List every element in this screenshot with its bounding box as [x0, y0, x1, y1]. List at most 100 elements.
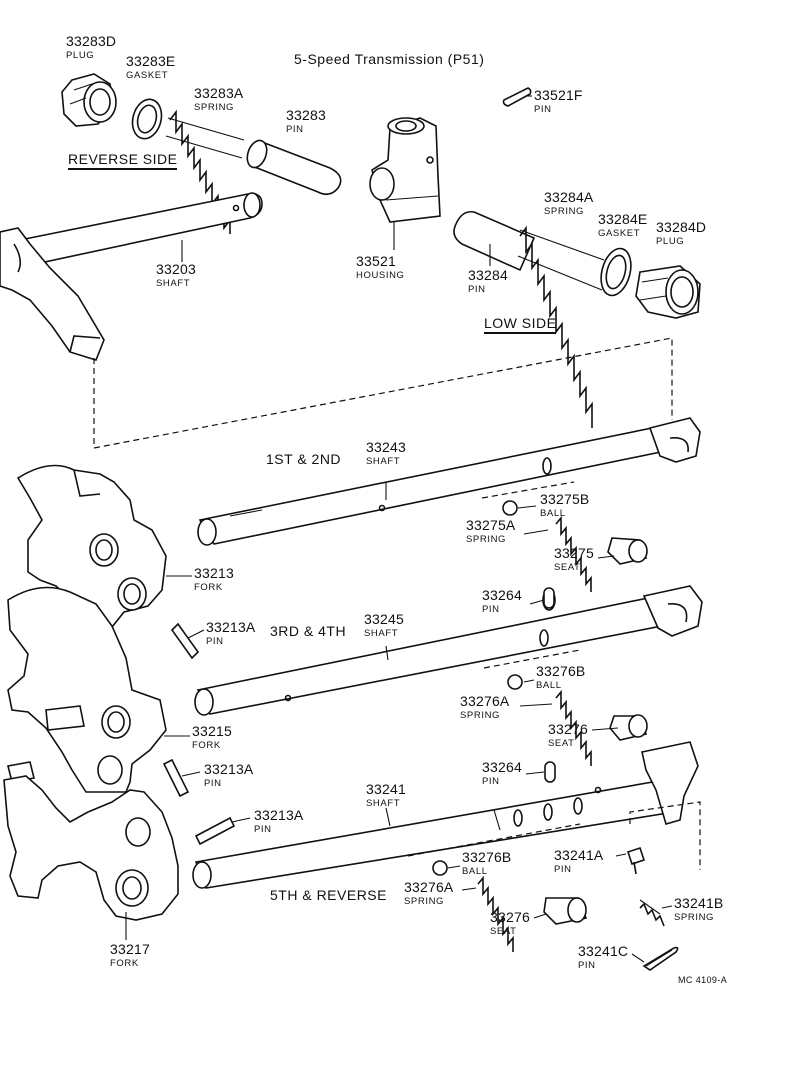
- part-number: 33203: [156, 261, 196, 277]
- part-name: GASKET: [598, 228, 641, 239]
- part-number: 33213A: [206, 619, 256, 635]
- plug-33283d-drawing: [61, 73, 117, 127]
- part-number: 33284D: [656, 219, 707, 235]
- part-number: 33276A: [460, 693, 510, 709]
- pin-33213a-upper-drawing: [170, 622, 200, 660]
- part-number: 33284: [468, 267, 508, 283]
- shaft-33241-drawing: [192, 741, 701, 889]
- shaft-33243-drawing: [197, 417, 701, 546]
- part-number: 33245: [364, 611, 404, 627]
- part-name: PIN: [286, 124, 304, 135]
- fork-33215-drawing: [7, 586, 167, 793]
- spring-33241b-drawing: [639, 899, 665, 927]
- gear-5th-reverse-label: 5TH & REVERSE: [270, 887, 387, 903]
- part-name: PIN: [468, 284, 486, 295]
- part-number: 33215: [192, 723, 232, 739]
- pin-33213a-middle-drawing: [162, 758, 190, 798]
- part-number: 33213: [194, 565, 234, 581]
- pin-33241a-drawing: [626, 846, 646, 875]
- part-name: PIN: [578, 960, 596, 971]
- part-name: PIN: [554, 864, 572, 875]
- part-name: FORK: [192, 740, 221, 751]
- part-name: PIN: [534, 104, 552, 115]
- part-name: SHAFT: [366, 456, 401, 467]
- shaft-33203-drawing: [0, 192, 263, 361]
- diagram-title: 5-Speed Transmission (P51): [294, 51, 485, 67]
- assembly-line-upper: [93, 337, 673, 449]
- part-name: SHAFT: [156, 278, 191, 289]
- housing-33521-drawing: [369, 117, 441, 223]
- part-name: HOUSING: [356, 270, 405, 281]
- part-name: SPRING: [194, 102, 235, 113]
- part-name: BALL: [462, 866, 488, 877]
- pin-33264-upper-drawing: [543, 587, 555, 609]
- low-side-label: LOW SIDE: [484, 316, 557, 334]
- part-number: 33283A: [194, 85, 244, 101]
- part-number: 33276: [490, 909, 530, 925]
- leader-lines: [125, 95, 673, 963]
- part-number: 33275: [554, 545, 594, 561]
- part-number: 33275B: [540, 491, 590, 507]
- part-number: 33276B: [536, 663, 586, 679]
- part-name: SPRING: [674, 912, 715, 923]
- diagram-code: MC 4109-A: [678, 975, 728, 985]
- part-number: 33521F: [534, 87, 583, 103]
- part-number: 33241: [366, 781, 406, 797]
- part-name: SEAT: [490, 926, 517, 937]
- part-number: 33521: [356, 253, 396, 269]
- gasket-33284e-drawing: [600, 247, 632, 297]
- part-number: 33264: [482, 587, 522, 603]
- part-name: BALL: [536, 680, 562, 691]
- part-name: SHAFT: [364, 628, 399, 639]
- part-name: PIN: [204, 778, 222, 789]
- part-name: PIN: [482, 604, 500, 615]
- ball-33276b-lower-drawing: [432, 860, 448, 876]
- part-number: 33283E: [126, 53, 176, 69]
- spring-33276a-lower-drawing: [477, 875, 514, 952]
- part-name: FORK: [110, 958, 139, 969]
- plug-33284d-drawing: [635, 265, 701, 319]
- part-name: SEAT: [548, 738, 575, 749]
- part-name: SPRING: [460, 710, 501, 721]
- spring-33275a-drawing: [555, 515, 592, 592]
- part-name: BALL: [540, 508, 566, 519]
- spring-33276a-upper-drawing: [555, 689, 592, 766]
- part-number: 33276B: [462, 849, 512, 865]
- part-number: 33241A: [554, 847, 604, 863]
- gear-1st-2nd-label: 1ST & 2ND: [266, 451, 342, 467]
- seat-33275-drawing: [607, 537, 648, 565]
- shaft-33245-drawing: [194, 585, 703, 716]
- fork-33213-drawing: [16, 464, 167, 662]
- part-number: 33276: [548, 721, 588, 737]
- part-name: SHAFT: [366, 798, 401, 809]
- part-number: 33283: [286, 107, 326, 123]
- reverse-side-label: REVERSE SIDE: [68, 152, 178, 170]
- part-number: 33283D: [66, 33, 117, 49]
- part-number: 33284E: [598, 211, 648, 227]
- part-number: 33276A: [404, 879, 454, 895]
- seat-33276-lower-drawing: [543, 897, 588, 925]
